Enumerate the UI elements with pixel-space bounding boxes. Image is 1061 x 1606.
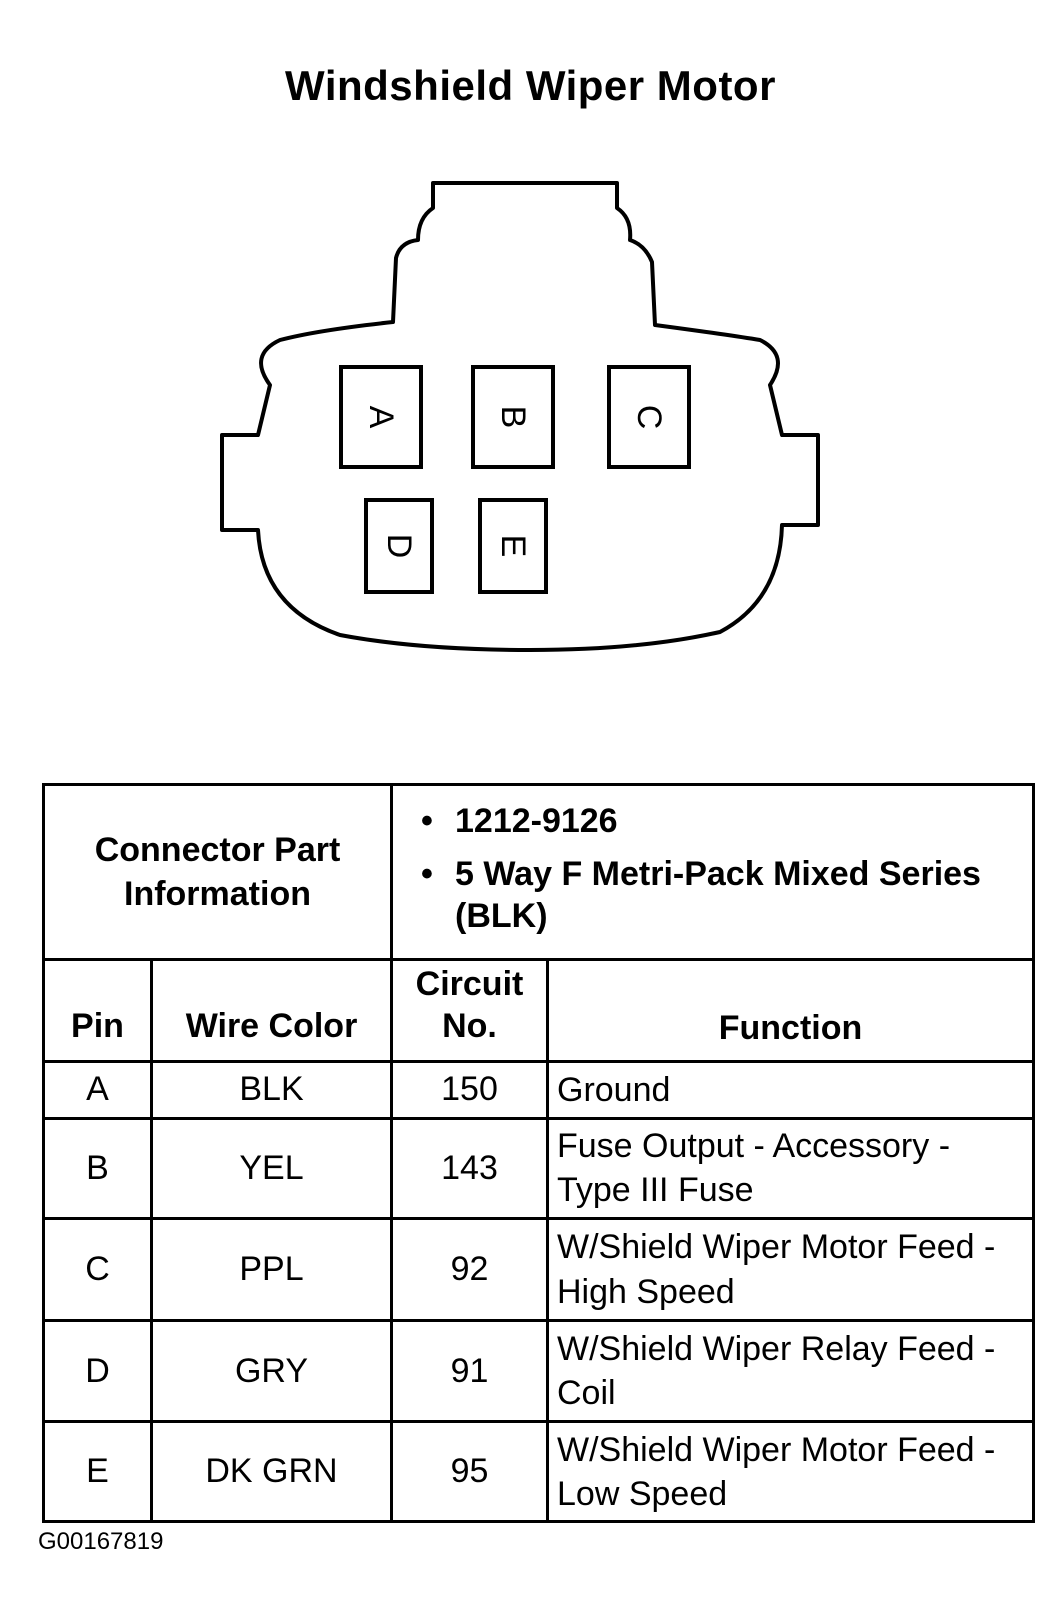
wire-color-cell: PPL bbox=[150, 1217, 393, 1322]
table-row: B YEL 143 Fuse Output - Accessory - Type… bbox=[42, 1116, 1036, 1221]
part-info-row: Connector Part Information 1212-9126 5 W… bbox=[42, 782, 1036, 962]
table-row: A BLK 150 Ground bbox=[42, 1059, 1036, 1120]
circuit-cell: 92 bbox=[390, 1217, 549, 1322]
col-header-circuit: Circuit No. bbox=[390, 958, 549, 1063]
circuit-cell: 95 bbox=[390, 1420, 549, 1523]
part-info-label: Connector Part Information bbox=[42, 782, 393, 962]
pin-d-cavity bbox=[364, 498, 434, 594]
part-info-details: 1212-9126 5 Way F Metri-Pack Mixed Serie… bbox=[389, 782, 1036, 962]
wire-color-cell: GRY bbox=[150, 1318, 393, 1424]
table-row: E DK GRN 95 W/Shield Wiper Motor Feed - … bbox=[42, 1420, 1036, 1523]
pin-c-label: C bbox=[630, 405, 668, 430]
pin-cell: D bbox=[42, 1318, 153, 1424]
table-row: C PPL 92 W/Shield Wiper Motor Feed - Hig… bbox=[42, 1217, 1036, 1322]
function-cell: W/Shield Wiper Motor Feed - Low Speed bbox=[545, 1420, 1036, 1523]
wire-color-cell: DK GRN bbox=[150, 1420, 393, 1523]
pin-e-cavity bbox=[478, 498, 548, 594]
header-row: Pin Wire Color Circuit No. Function bbox=[42, 958, 1036, 1063]
pin-b-label: B bbox=[494, 406, 532, 429]
circuit-cell: 143 bbox=[390, 1116, 549, 1221]
connector-info-table: Connector Part Information 1212-9126 5 W… bbox=[42, 782, 1036, 1523]
pin-c-cavity bbox=[607, 365, 691, 469]
pin-e-label: E bbox=[494, 535, 532, 558]
pin-cell: E bbox=[42, 1420, 153, 1523]
function-cell: W/Shield Wiper Motor Feed - High Speed bbox=[545, 1217, 1036, 1322]
pin-b-cavity bbox=[471, 365, 555, 469]
connector-outline bbox=[220, 181, 820, 652]
col-header-function: Function bbox=[545, 958, 1036, 1063]
function-cell: W/Shield Wiper Relay Feed - Coil bbox=[545, 1318, 1036, 1424]
pin-cell: A bbox=[42, 1059, 153, 1120]
connector-series: 5 Way F Metri-Pack Mixed Series (BLK) bbox=[421, 853, 1022, 938]
connector-face-diagram: A B C D E bbox=[220, 181, 820, 652]
diagram-title: Windshield Wiper Motor bbox=[285, 62, 776, 109]
pin-cell: C bbox=[42, 1217, 153, 1322]
part-number: 1212-9126 bbox=[421, 800, 1022, 843]
pin-a-cavity bbox=[339, 365, 423, 469]
table-row: D GRY 91 W/Shield Wiper Relay Feed - Coi… bbox=[42, 1318, 1036, 1424]
wire-color-cell: YEL bbox=[150, 1116, 393, 1221]
figure-id: G00167819 bbox=[38, 1528, 164, 1555]
pin-a-label: A bbox=[362, 406, 400, 429]
function-cell: Ground bbox=[545, 1059, 1036, 1120]
col-header-wire-color: Wire Color bbox=[150, 958, 393, 1063]
col-header-pin: Pin bbox=[42, 958, 153, 1063]
circuit-cell: 91 bbox=[390, 1318, 549, 1424]
pin-cell: B bbox=[42, 1116, 153, 1221]
circuit-cell: 150 bbox=[390, 1059, 549, 1120]
function-cell: Fuse Output - Accessory - Type III Fuse bbox=[545, 1116, 1036, 1221]
pin-d-label: D bbox=[380, 534, 418, 559]
wire-color-cell: BLK bbox=[150, 1059, 393, 1120]
